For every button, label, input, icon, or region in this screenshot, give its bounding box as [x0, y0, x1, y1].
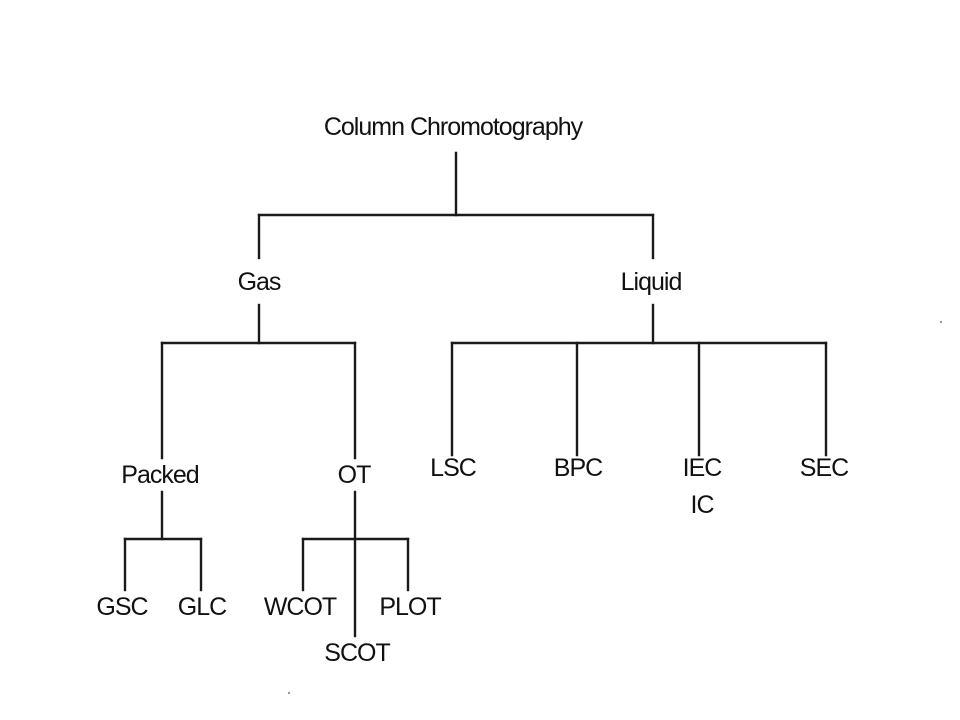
node-root: Column Chromotography — [323, 113, 583, 141]
node-bpc: BPC — [553, 454, 603, 482]
node-ic: IC — [690, 491, 715, 519]
node-plot: PLOT — [379, 593, 441, 621]
node-gsc: GSC — [96, 593, 148, 621]
node-packed: Packed — [121, 461, 199, 489]
node-sec: SEC — [799, 454, 849, 482]
node-scot: SCOT — [324, 639, 390, 667]
node-liquid: Liquid — [620, 268, 683, 296]
node-glc: GLC — [177, 593, 227, 621]
scan-speck — [939, 320, 943, 324]
node-gas: Gas — [237, 268, 282, 296]
node-lsc: LSC — [430, 454, 477, 482]
node-ot: OT — [337, 461, 372, 489]
node-iec: IEC — [682, 454, 723, 482]
node-wcot: WCOT — [263, 593, 337, 621]
scan-speck — [287, 691, 291, 695]
